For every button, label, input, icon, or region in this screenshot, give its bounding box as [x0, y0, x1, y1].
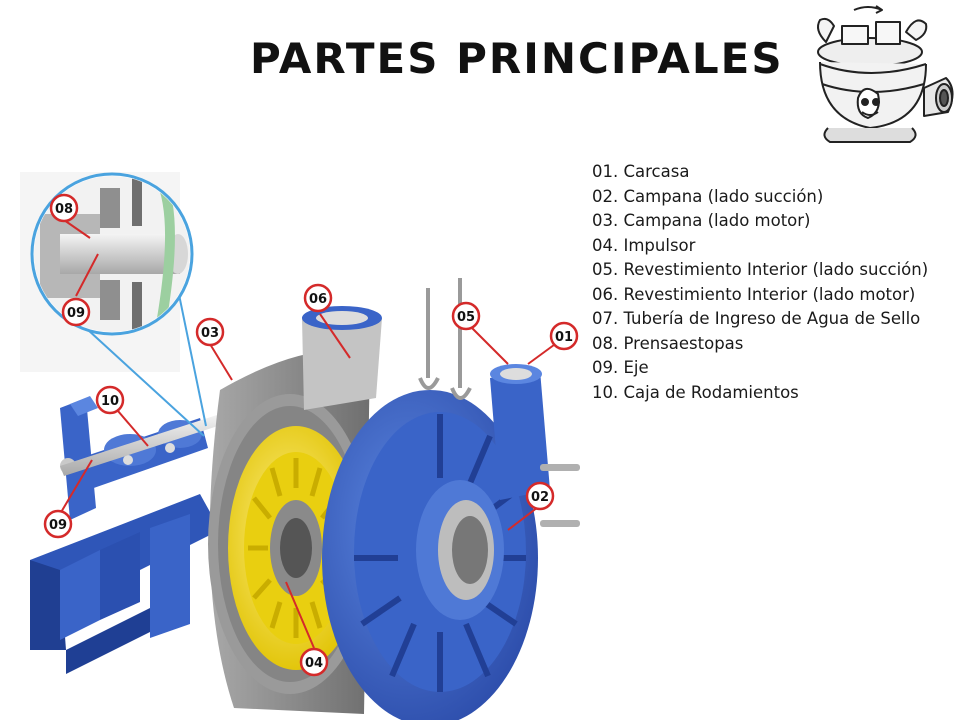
callout-08-text: 08	[55, 202, 73, 217]
callout-05	[451, 301, 481, 331]
callout-01-text: 01	[555, 330, 573, 345]
callout-04-text: 04	[305, 656, 323, 671]
callout-03	[195, 317, 225, 347]
page-title: Partes principales	[250, 34, 784, 83]
callout-04	[299, 647, 329, 677]
callout-01	[549, 321, 579, 351]
callout-03-text: 03	[201, 326, 219, 341]
callout-09	[43, 509, 73, 539]
parts-list: 01. Carcasa 02. Campana (lado succión) 0…	[592, 160, 928, 405]
bolts	[540, 464, 580, 527]
base-frame	[30, 396, 220, 674]
cover-plate	[322, 390, 538, 720]
part-item-01: 01. Carcasa	[592, 162, 690, 181]
impeller	[228, 426, 364, 670]
lifting-chains	[418, 278, 472, 400]
part-item-02: 02. Campana (lado succión)	[592, 186, 824, 206]
part-item-05: 05. Revestimiento Interior (lado succión…	[592, 260, 929, 279]
part-item-04: 04. Impulsor	[592, 235, 696, 255]
part-item-07: 07. Tubería de Ingreso de Agua de Sello	[592, 309, 921, 328]
pump-mascot-icon	[817, 5, 954, 143]
volute-casing	[302, 306, 382, 410]
part-item-09: 09. Eje	[592, 358, 649, 377]
suction-casing-top	[490, 364, 550, 500]
callout-10	[95, 385, 125, 415]
shaft	[60, 414, 224, 476]
callout-08	[49, 193, 79, 223]
callout-09-text: 09	[49, 518, 67, 533]
callout-09-inset-text: 09	[67, 306, 85, 321]
callout-05-text: 05	[457, 310, 475, 325]
callout-02	[525, 481, 555, 511]
part-item-10: 10. Caja de Rodamientos	[592, 382, 799, 402]
part-item-06: 06. Revestimiento Interior (lado motor)	[592, 284, 916, 304]
callout-06-text: 06	[309, 292, 327, 307]
part-item-03: 03. Campana (lado motor)	[592, 211, 811, 230]
callout-10-text: 10	[101, 394, 119, 409]
callout-09-inset	[61, 297, 91, 327]
callout-06	[303, 283, 333, 313]
pump-exploded-diagram: 08 09 03 06 05 01 02 04 10 09	[20, 172, 580, 720]
part-item-08: 08. Prensaestopas	[592, 333, 744, 353]
callout-02-text: 02	[531, 490, 549, 505]
